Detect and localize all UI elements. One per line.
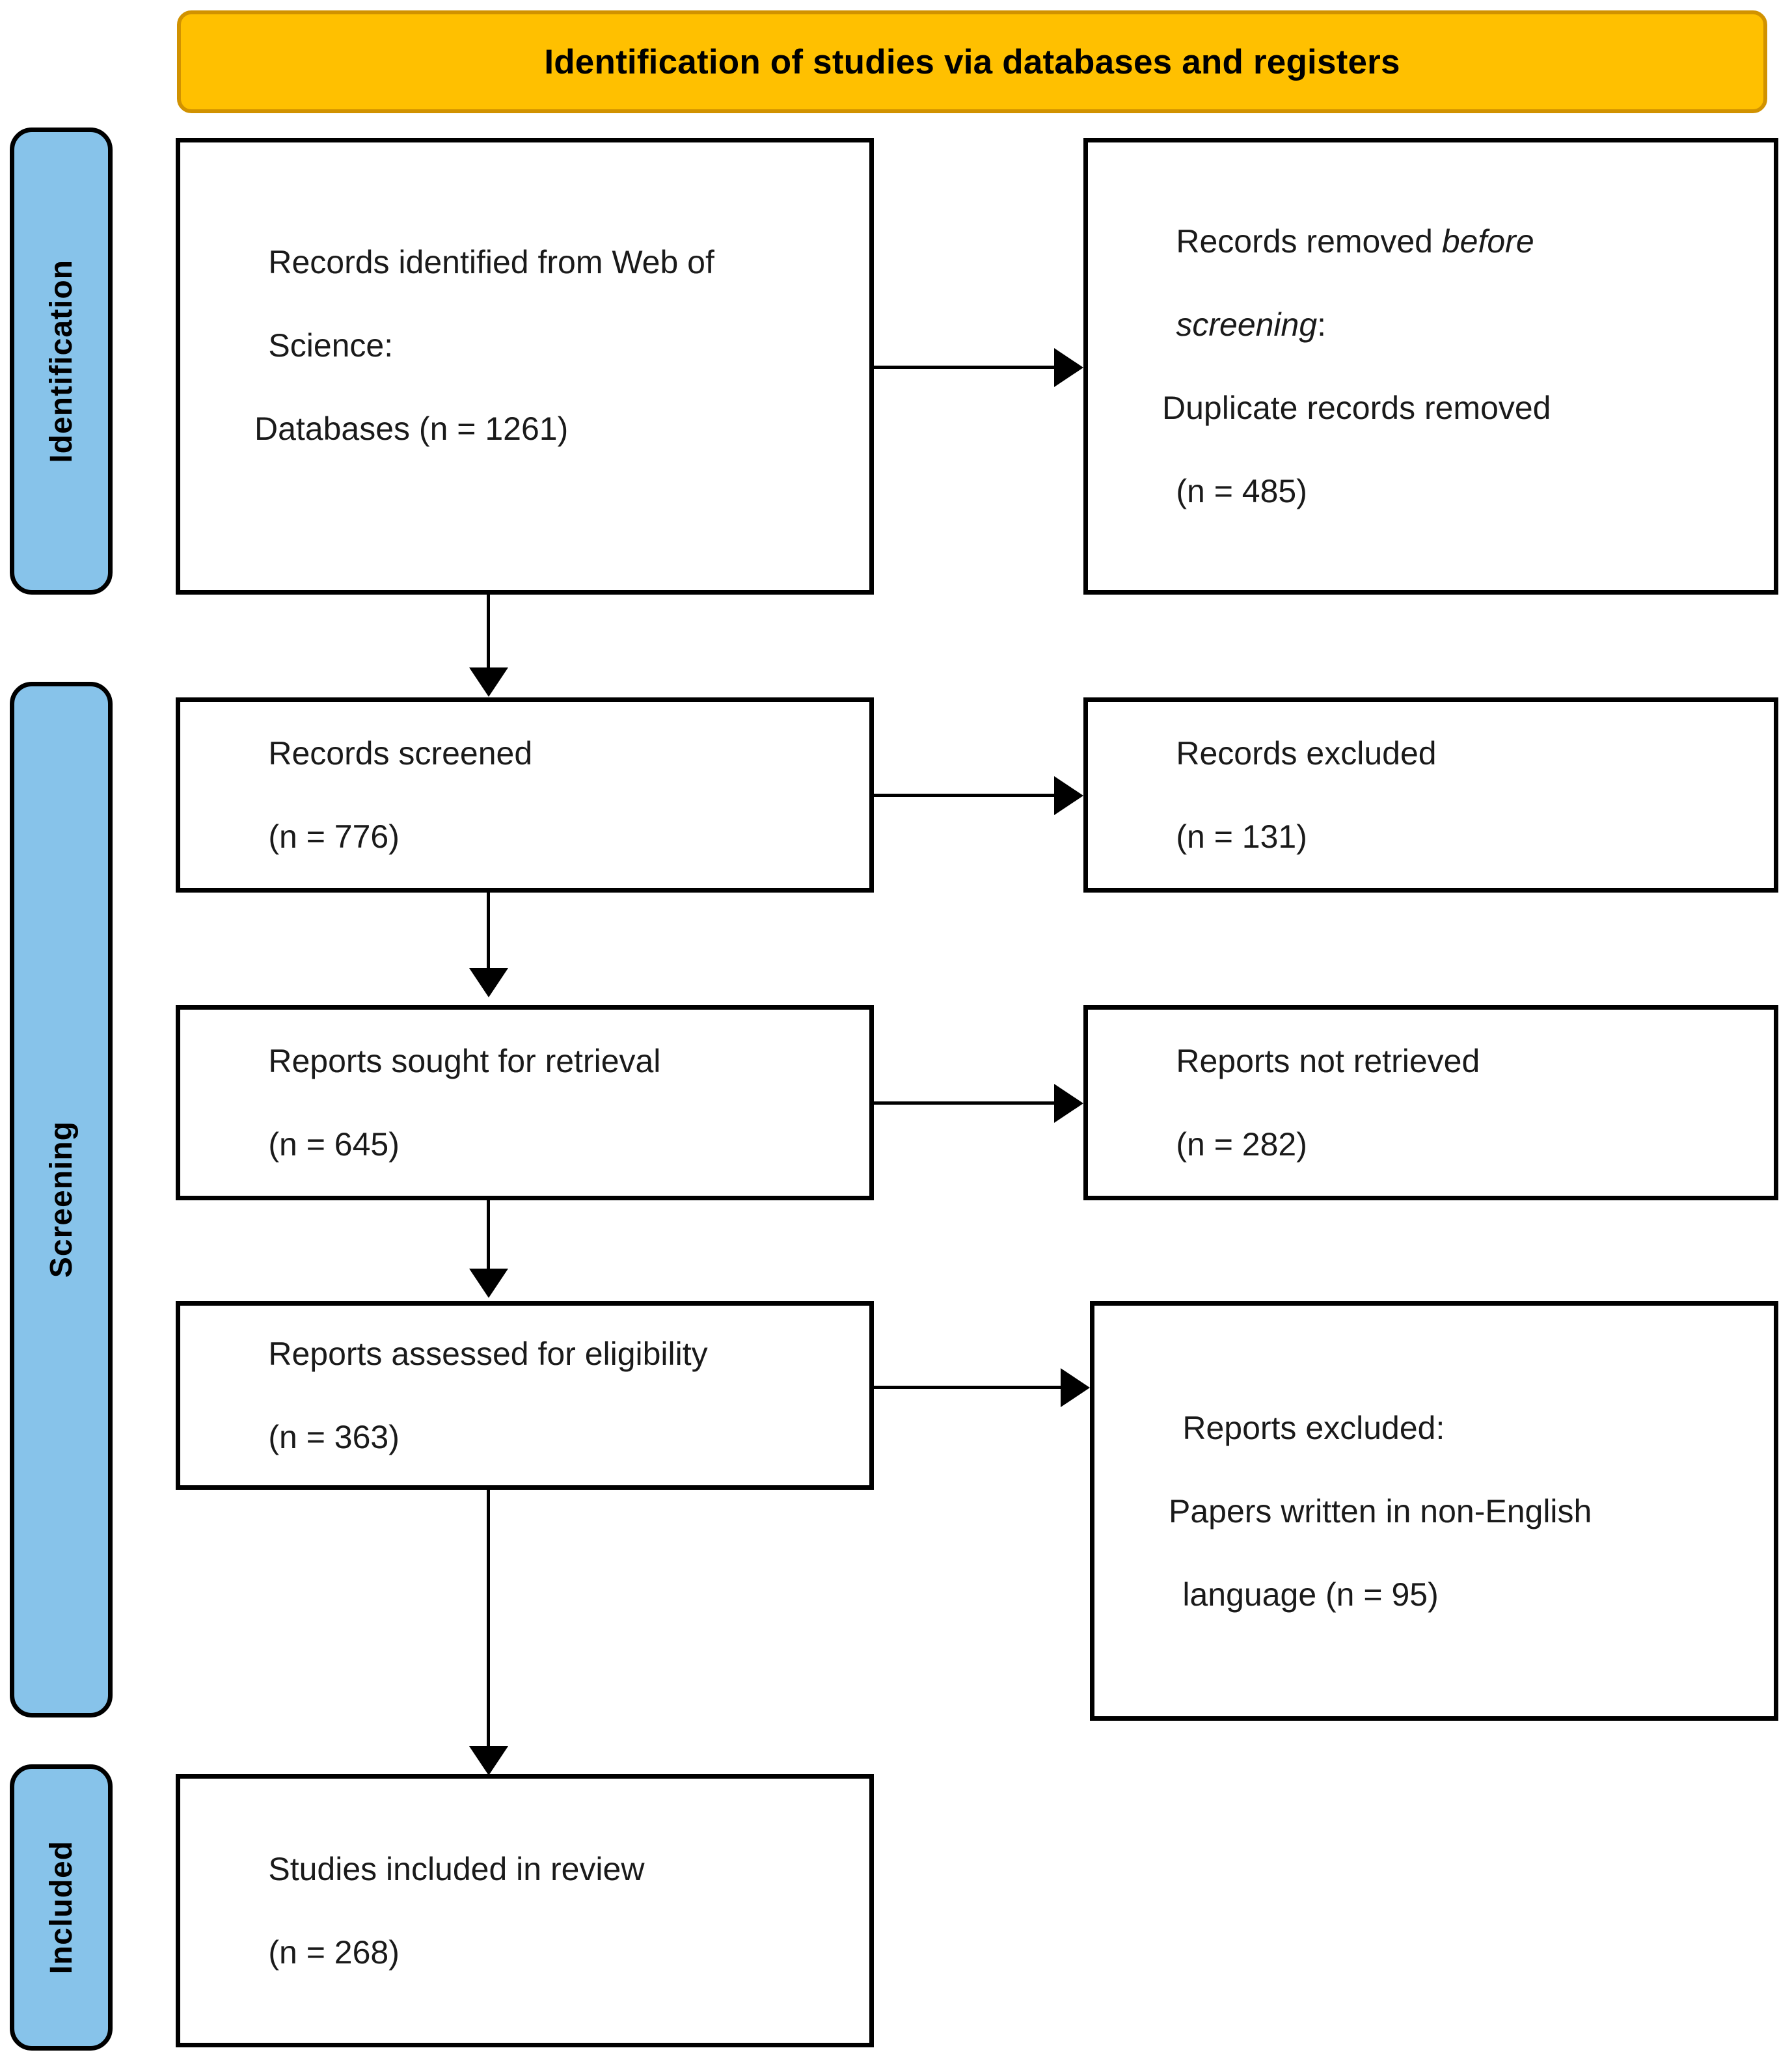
records-removed-line3: Duplicate records removed	[1162, 390, 1551, 426]
box-records-screened-text: Records screened (n = 776)	[180, 691, 869, 899]
studies-included-line2: (n = 268)	[268, 1934, 400, 1971]
records-identified-line1: Records identified from Web of	[268, 244, 714, 280]
stage-tab-identification-label: Identification	[44, 259, 79, 463]
records-removed-line1-italic: before	[1441, 223, 1534, 260]
stage-tab-included-label: Included	[44, 1840, 79, 1974]
arrowhead-identified-to-removed	[1054, 348, 1083, 387]
records-screened-line1: Records screened	[268, 735, 533, 772]
reports-not-retrieved-line2: (n = 282)	[1176, 1126, 1307, 1163]
records-removed-line1-plain: Records removed	[1176, 223, 1442, 260]
connector-identified-to-removed	[874, 366, 1056, 369]
records-screened-line2: (n = 776)	[268, 818, 400, 855]
box-records-removed: Records removed before screening: Duplic…	[1083, 138, 1778, 595]
arrowhead-screened-to-sought	[469, 968, 508, 997]
arrowhead-screened-to-excluded	[1054, 776, 1083, 815]
box-studies-included: Studies included in review (n = 268)	[176, 1774, 874, 2047]
reports-assessed-line1: Reports assessed for eligibility	[268, 1336, 708, 1372]
reports-not-retrieved-line1: Reports not retrieved	[1176, 1043, 1480, 1079]
reports-excluded-line2: Papers written in non-English	[1169, 1492, 1592, 1529]
records-identified-line2: Science:	[268, 327, 394, 364]
connector-identified-to-screened	[487, 595, 490, 671]
records-excluded-line2: (n = 131)	[1176, 818, 1307, 855]
reports-excluded-line1: Reports excluded:	[1182, 1409, 1445, 1446]
box-reports-assessed-text: Reports assessed for eligibility (n = 36…	[180, 1291, 869, 1500]
reports-sought-line1: Reports sought for retrieval	[268, 1043, 661, 1079]
arrowhead-sought-to-not-retrieved	[1054, 1084, 1083, 1123]
reports-sought-line2: (n = 645)	[268, 1126, 400, 1163]
connector-assessed-to-included	[487, 1490, 490, 1750]
box-records-excluded: Records excluded (n = 131)	[1083, 697, 1778, 893]
box-records-identified: Records identified from Web of Science: …	[176, 138, 874, 595]
arrowhead-identified-to-screened	[469, 667, 508, 697]
box-studies-included-text: Studies included in review (n = 268)	[180, 1807, 869, 2015]
connector-sought-to-not-retrieved	[874, 1101, 1056, 1105]
studies-included-line1: Studies included in review	[268, 1851, 645, 1887]
records-removed-line2-plain: :	[1317, 306, 1327, 343]
reports-assessed-line2: (n = 363)	[268, 1419, 400, 1455]
connector-screened-to-excluded	[874, 794, 1056, 797]
stage-tab-included: Included	[10, 1764, 113, 2051]
box-reports-not-retrieved: Reports not retrieved (n = 282)	[1083, 1005, 1778, 1200]
connector-screened-to-sought	[487, 893, 490, 972]
connector-sought-to-assessed	[487, 1200, 490, 1272]
box-reports-excluded-text: Reports excluded: Papers written in non-…	[1094, 1366, 1774, 1657]
stage-tab-screening: Screening	[10, 682, 113, 1717]
box-records-removed-text: Records removed before screening: Duplic…	[1088, 179, 1774, 554]
box-records-identified-text: Records identified from Web of Science: …	[180, 200, 869, 533]
box-records-screened: Records screened (n = 776)	[176, 697, 874, 893]
records-identified-line3: Databases (n = 1261)	[254, 411, 569, 447]
diagram-title: Identification of studies via databases …	[544, 42, 1400, 81]
connector-assessed-to-excluded	[874, 1386, 1063, 1389]
arrowhead-assessed-to-included	[469, 1746, 508, 1775]
arrowhead-sought-to-assessed	[469, 1269, 508, 1298]
box-records-excluded-text: Records excluded (n = 131)	[1088, 691, 1774, 899]
box-reports-excluded: Reports excluded: Papers written in non-…	[1090, 1301, 1778, 1721]
arrowhead-assessed-to-excluded	[1061, 1368, 1090, 1407]
reports-excluded-line3: language (n = 95)	[1182, 1576, 1439, 1613]
box-reports-assessed: Reports assessed for eligibility (n = 36…	[176, 1301, 874, 1490]
box-reports-not-retrieved-text: Reports not retrieved (n = 282)	[1088, 999, 1774, 1207]
records-excluded-line1: Records excluded	[1176, 735, 1437, 772]
diagram-header-banner: Identification of studies via databases …	[177, 10, 1767, 113]
records-removed-line4: (n = 485)	[1176, 473, 1307, 509]
stage-tab-identification: Identification	[10, 128, 113, 595]
box-reports-sought-text: Reports sought for retrieval (n = 645)	[180, 999, 869, 1207]
box-reports-sought: Reports sought for retrieval (n = 645)	[176, 1005, 874, 1200]
records-removed-line2-italic: screening	[1176, 306, 1318, 343]
stage-tab-screening-label: Screening	[44, 1121, 79, 1278]
